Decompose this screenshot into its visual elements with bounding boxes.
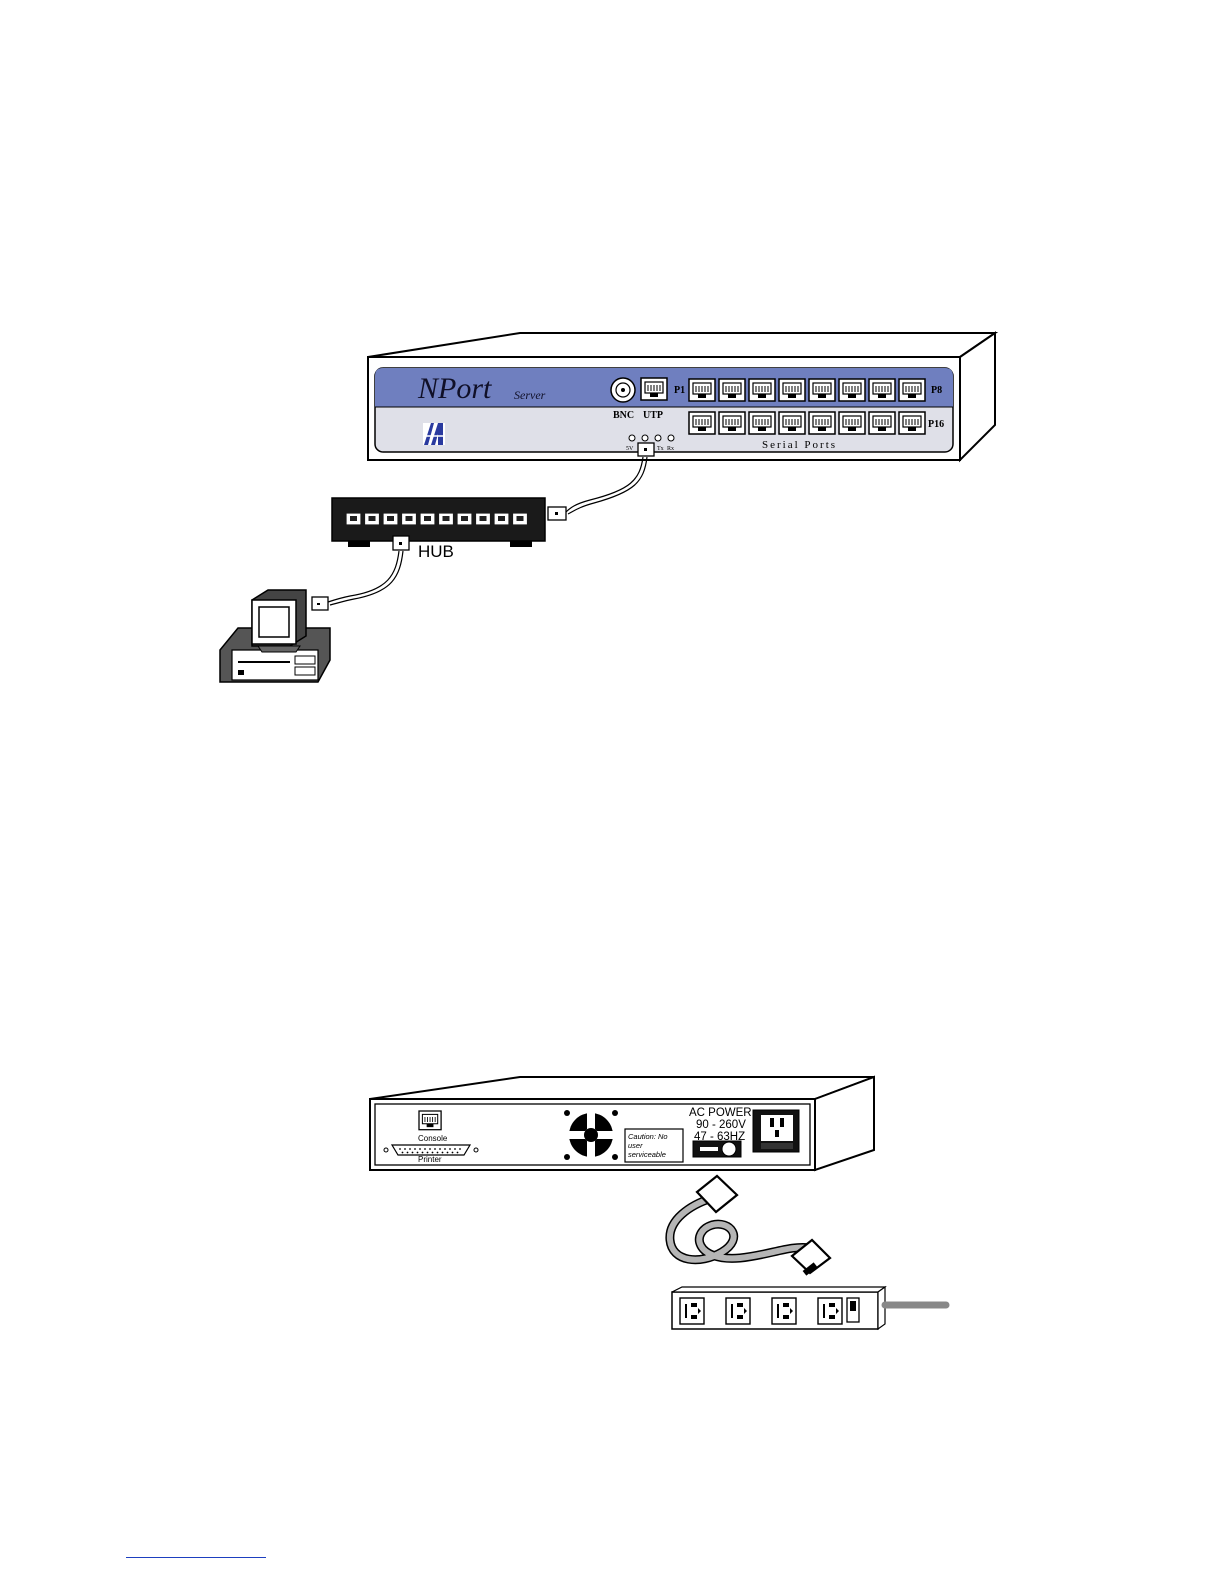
serial-port-icon	[749, 412, 775, 434]
serial-port-icon	[689, 412, 715, 434]
strip-switch-icon	[847, 1298, 859, 1322]
printer-pin	[399, 1148, 401, 1150]
port-label-p1: P1	[674, 385, 685, 396]
led-label-rx: Rx	[667, 446, 674, 452]
printer-pin	[449, 1148, 451, 1150]
printer-port-icon	[384, 1145, 478, 1155]
serial-port-icon	[839, 379, 865, 401]
serial-port-icon	[719, 412, 745, 434]
server-brand-sub: Server	[514, 388, 546, 402]
printer-pin	[444, 1148, 446, 1150]
printer-label: Printer	[418, 1155, 442, 1164]
hub-port-icon	[403, 514, 416, 524]
port-label-p8: P8	[931, 385, 942, 396]
printer-pin	[419, 1148, 421, 1150]
moxa-logo-icon	[423, 423, 445, 445]
hub-port-icon	[458, 514, 471, 524]
printer-pin	[412, 1152, 414, 1154]
printer-pin	[442, 1152, 444, 1154]
printer-pin	[427, 1152, 429, 1154]
printer-pin	[402, 1152, 404, 1154]
hub-port-icon	[495, 514, 508, 524]
printer-pin	[434, 1148, 436, 1150]
power-outlet-icon	[726, 1298, 750, 1324]
printer-pin	[414, 1148, 416, 1150]
printer-pin	[447, 1152, 449, 1154]
pc-cable	[328, 551, 403, 605]
caution-line-2: user	[628, 1141, 643, 1150]
printer-pin	[429, 1148, 431, 1150]
printer-pin	[407, 1152, 409, 1154]
cord-plug-top-icon	[697, 1176, 737, 1212]
serial-port-icon	[899, 379, 925, 401]
hub-port-icon	[347, 514, 360, 524]
serial-port-icon	[869, 379, 895, 401]
power-inlet-icon	[753, 1110, 799, 1152]
printer-pin	[457, 1152, 459, 1154]
serial-port-icon	[719, 379, 745, 401]
voltage-label: 90 - 260V	[696, 1119, 746, 1131]
printer-pin	[439, 1148, 441, 1150]
power-outlet-icon	[772, 1298, 796, 1324]
hub-port-icon	[421, 514, 434, 524]
serial-port-icon	[899, 412, 925, 434]
serial-port-icon	[839, 412, 865, 434]
footnote-rule	[126, 1557, 266, 1558]
caution-line-3: serviceable	[628, 1150, 666, 1159]
printer-pin	[452, 1152, 454, 1154]
nport-server-rear: Console Printer Caution: No user service…	[370, 1077, 874, 1170]
bnc-connector-icon	[611, 378, 635, 402]
bnc-label: BNC	[613, 410, 634, 421]
printer-pin	[422, 1152, 424, 1154]
power-strip	[672, 1287, 946, 1329]
hub-port-icon	[384, 514, 397, 524]
printer-pin	[417, 1152, 419, 1154]
serial-port-icon	[809, 379, 835, 401]
power-outlet-icon	[818, 1298, 842, 1324]
serial-port-icon	[779, 412, 805, 434]
hub-port-icon	[477, 514, 490, 524]
serial-port-icon	[689, 379, 715, 401]
hub-port-icon	[366, 514, 379, 524]
printer-pin	[437, 1152, 439, 1154]
printer-pin	[459, 1148, 461, 1150]
caution-line-1: Caution: No	[628, 1132, 668, 1141]
hub-port-icon	[440, 514, 453, 524]
serial-port-icon	[869, 412, 895, 434]
power-outlet-icon	[680, 1298, 704, 1324]
printer-pin	[404, 1148, 406, 1150]
led-label-power: 5V	[626, 446, 634, 452]
console-port-icon	[419, 1111, 441, 1130]
console-label: Console	[418, 1134, 448, 1143]
utp-port-icon	[641, 378, 667, 400]
serial-port-icon	[749, 379, 775, 401]
power-switch-icon	[693, 1141, 741, 1157]
printer-pin	[432, 1152, 434, 1154]
hub-label: HUB	[418, 542, 454, 561]
printer-pin	[454, 1148, 456, 1150]
serial-ports-label: Serial Ports	[762, 439, 837, 451]
server-brand: NPort	[417, 372, 492, 405]
nport-server-front: NPort Server BNC UTP P1 P8 P16 Serial Po…	[368, 333, 995, 460]
printer-pin	[409, 1148, 411, 1150]
ethernet-cable	[566, 457, 647, 514]
port-label-p16: P16	[928, 419, 944, 430]
hub-port-icon	[514, 514, 527, 524]
led-label-tx: Tx	[657, 446, 664, 452]
power-cord	[670, 1176, 830, 1276]
printer-pin	[424, 1148, 426, 1150]
serial-port-icon	[779, 379, 805, 401]
utp-label: UTP	[643, 410, 663, 421]
serial-port-icon	[809, 412, 835, 434]
ac-power-label: AC POWER	[689, 1107, 752, 1119]
